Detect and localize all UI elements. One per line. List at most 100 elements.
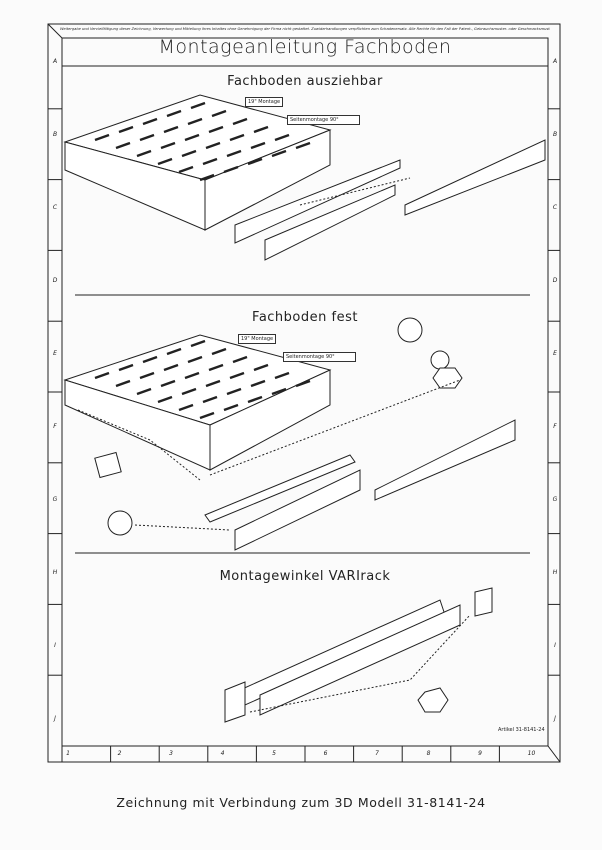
- shelf-slot: [271, 149, 287, 158]
- shelf-slot: [223, 403, 239, 412]
- column-label: 4: [220, 750, 225, 757]
- shelf-slot: [184, 133, 200, 142]
- angle-label: 90°: [329, 117, 339, 123]
- shelf-fixed-drawing: [63, 317, 516, 551]
- row-label: D: [52, 277, 58, 284]
- shelf-slot: [205, 379, 221, 388]
- row-label: A: [552, 58, 558, 65]
- shelf-slot: [190, 339, 206, 348]
- shelf-slot: [229, 371, 245, 380]
- shelf-slot: [208, 363, 224, 372]
- column-label: 5: [272, 750, 276, 757]
- shelf-slot: [247, 395, 263, 404]
- label-19-mount: 19" Montage: [238, 334, 277, 344]
- shelf-slot: [229, 133, 245, 142]
- shelf-slot: [136, 149, 152, 158]
- shelf-slot: [208, 125, 224, 134]
- shelf-slot: [157, 395, 173, 404]
- bracket-drawing: [224, 587, 493, 723]
- column-label: 3: [169, 750, 173, 757]
- shelf-slot: [142, 117, 158, 126]
- shelf-slot: [211, 109, 227, 118]
- label-side-mount-text: Seitenmontage: [290, 117, 329, 123]
- article-number: Artikel 31-8141-24: [498, 727, 545, 733]
- shelf-slot: [295, 379, 311, 388]
- row-label: I: [54, 642, 56, 649]
- shelf-slot: [94, 133, 110, 142]
- shelf-slot: [205, 141, 221, 150]
- shelf-slot: [136, 387, 152, 396]
- shelf-slot: [139, 371, 155, 380]
- shelf-slot: [250, 141, 266, 150]
- shelf-slot: [295, 141, 311, 150]
- angle-label: 90°: [325, 354, 335, 360]
- row-label: F: [553, 423, 557, 430]
- shelf-slot: [223, 165, 239, 174]
- shelf-slot: [190, 101, 206, 110]
- shelf-slot: [178, 403, 194, 412]
- shelf-slot: [199, 411, 215, 420]
- shelf-slot: [142, 355, 158, 364]
- shelf-slot: [181, 149, 197, 158]
- label-side-mount: Seitenmontage 90°: [283, 352, 356, 362]
- shelf-slot: [118, 125, 134, 134]
- footer-caption: Zeichnung mit Verbindung zum 3D Modell 3…: [116, 795, 486, 810]
- shelf-slot: [226, 387, 242, 396]
- column-label: 10: [527, 750, 536, 757]
- shelf-slot: [202, 395, 218, 404]
- shelf-slot: [166, 347, 182, 356]
- column-label: 7: [375, 750, 379, 757]
- shelf-slot: [160, 379, 176, 388]
- shelf-slot: [199, 173, 215, 182]
- shelf-slot: [211, 347, 227, 356]
- shelf-slot: [274, 371, 290, 380]
- shelf-slot: [253, 363, 269, 372]
- shelf-slot: [232, 355, 248, 364]
- label-side-mount-text: Seitenmontage: [286, 354, 325, 360]
- row-label: G: [552, 496, 558, 503]
- shelf-slot: [94, 371, 110, 380]
- shelf-slot: [163, 363, 179, 372]
- row-label: B: [552, 131, 558, 138]
- shelf-slot: [250, 379, 266, 388]
- page-title: Montageanleitung Fachboden: [158, 36, 452, 58]
- shelf-slot: [271, 387, 287, 396]
- row-label: E: [553, 350, 557, 357]
- row-label: J: [54, 715, 56, 722]
- column-label: 8: [426, 750, 431, 757]
- shelf-slot: [160, 141, 176, 150]
- row-label: C: [552, 204, 558, 211]
- shelf-slot: [118, 363, 134, 372]
- row-label: J: [554, 715, 556, 722]
- section-title-bracket: Montagewinkel VARIrack: [219, 569, 391, 584]
- shelf-slot: [163, 125, 179, 134]
- row-label: C: [52, 204, 58, 211]
- row-label: B: [52, 131, 58, 138]
- shelf-slot: [166, 109, 182, 118]
- column-label: 6: [323, 750, 328, 757]
- row-label: I: [554, 642, 556, 649]
- shelf-slot: [202, 157, 218, 166]
- row-label: G: [52, 496, 58, 503]
- shelf-pullout-drawing: [63, 94, 546, 261]
- shelf-slot: [157, 157, 173, 166]
- shelf-slot: [115, 141, 131, 150]
- shelf-slot: [232, 117, 248, 126]
- column-label: 1: [66, 750, 70, 757]
- row-label: F: [53, 423, 57, 430]
- shelf-slot: [226, 149, 242, 158]
- shelf-slot: [178, 165, 194, 174]
- column-label: 2: [117, 750, 122, 757]
- row-label: D: [552, 277, 558, 284]
- shelf-slot: [139, 133, 155, 142]
- row-label: E: [53, 350, 57, 357]
- row-label: H: [552, 569, 558, 576]
- column-label: 9: [478, 750, 482, 757]
- row-label: H: [52, 569, 58, 576]
- section-title-pullout: Fachboden ausziehbar: [227, 74, 383, 89]
- outer-frame: [47, 23, 561, 763]
- shelf-slot: [181, 387, 197, 396]
- section-title-fixed: Fachboden fest: [252, 310, 358, 325]
- shelf-slot: [247, 157, 263, 166]
